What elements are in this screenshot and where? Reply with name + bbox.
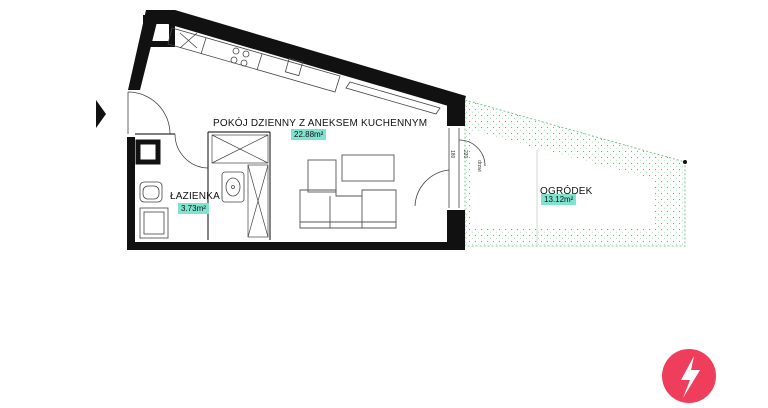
exterior-walls: [127, 10, 466, 250]
wardrobe: [211, 134, 269, 238]
door-note-label: drzwi: [476, 160, 482, 172]
room-label-bathroom: ŁAZIENKA: [170, 191, 220, 202]
room-label-living: POKÓJ DZIENNY Z ANEKSEM KUCHENNYM: [213, 118, 428, 129]
area-badge-garden: 13.12m²: [541, 194, 577, 205]
dimension-label: 220: [462, 150, 468, 159]
lightning-bolt-icon: [681, 356, 700, 398]
area-badge-bathroom: 3.73m²: [178, 203, 209, 214]
garden-area: [464, 99, 687, 247]
entrance-arrow-icon: [96, 100, 106, 128]
entrance-door: [127, 91, 171, 135]
area-badge-living: 22.88m²: [291, 129, 327, 140]
logo-badge: [662, 349, 716, 403]
room-label-garden: OGRÓDEK: [540, 186, 593, 197]
dimension-label: 180: [449, 150, 455, 159]
kitchen-counter: [167, 27, 441, 115]
bathroom-fixtures: [139, 171, 245, 239]
balcony-door: [414, 128, 486, 208]
interior-walls: [135, 131, 271, 240]
living-furniture: [299, 154, 397, 229]
